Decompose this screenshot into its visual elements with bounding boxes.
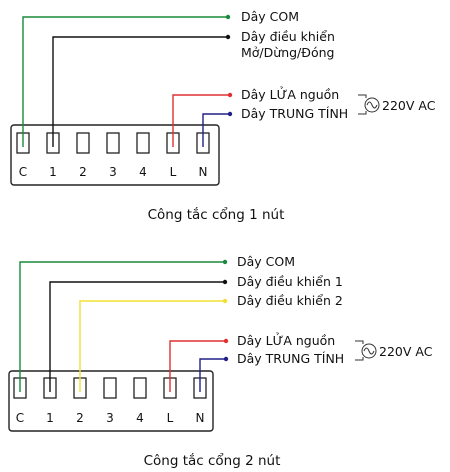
terminal-label-n: N bbox=[199, 165, 208, 179]
terminal-label-l: L bbox=[167, 411, 174, 425]
control-label-1-line2: Mở/Dừng/Đóng bbox=[241, 45, 334, 60]
neutral-wire-1 bbox=[202, 113, 230, 147]
terminal-block-2 bbox=[8, 370, 214, 432]
ac-label-1: 220V AC bbox=[382, 98, 436, 113]
terminal-label-1: 1 bbox=[46, 411, 54, 425]
terminal-slots-2 bbox=[13, 377, 207, 399]
neutral-wire-end-1 bbox=[227, 111, 233, 117]
control-label-1-line1: Dây điều khiển bbox=[241, 29, 335, 44]
control-wire-end-1 bbox=[225, 34, 231, 40]
live-label-1: Dây LỬA nguồn bbox=[241, 86, 339, 102]
caption-1: Công tắc cổng 1 nút bbox=[148, 206, 285, 223]
terminal-label-3: 3 bbox=[109, 165, 117, 179]
terminal-slot-3 bbox=[103, 377, 117, 399]
diagram-1: C 1 2 3 4 L N Dây COM Dây điều khiển Mở/… bbox=[10, 9, 436, 223]
caption-2: Công tắc cổng 2 nút bbox=[144, 452, 281, 469]
com-label-2: Dây COM bbox=[237, 254, 295, 269]
control-wire-1-end-2 bbox=[222, 279, 228, 285]
ac-label-2: 220V AC bbox=[379, 344, 433, 359]
control-wire-1 bbox=[52, 36, 228, 147]
terminal-label-2: 2 bbox=[79, 165, 87, 179]
neutral-wire-end-2 bbox=[223, 356, 229, 362]
control-label-2-2: Dây điều khiển 2 bbox=[237, 293, 343, 308]
terminal-slot-2 bbox=[76, 132, 90, 154]
com-label-1: Dây COM bbox=[241, 9, 299, 24]
ac-lead-bottom-2 bbox=[355, 357, 364, 361]
terminal-slots-1 bbox=[16, 132, 210, 154]
diagram-2: C 1 2 3 4 L N Dây COM Dây điều khiển 1 D… bbox=[8, 254, 433, 469]
terminal-label-4: 4 bbox=[139, 165, 147, 179]
control-wire-1-2 bbox=[49, 281, 225, 392]
terminal-slot-3 bbox=[106, 132, 120, 154]
com-wire-end-2 bbox=[222, 259, 228, 265]
live-label-2: Dây LỬA nguồn bbox=[237, 332, 335, 348]
terminal-label-1: 1 bbox=[49, 165, 57, 179]
ac-lead-top-2 bbox=[355, 340, 364, 344]
live-wire-end-2 bbox=[223, 338, 229, 344]
terminal-label-4: 4 bbox=[136, 411, 144, 425]
ac-sine-icon-2 bbox=[363, 347, 375, 355]
control-wire-2-end-2 bbox=[222, 298, 228, 304]
ac-sine-icon-1 bbox=[366, 101, 378, 109]
control-wire-2-2 bbox=[79, 300, 225, 392]
terminal-slot-4 bbox=[136, 132, 150, 154]
terminal-label-n: N bbox=[196, 411, 205, 425]
live-wire-1 bbox=[172, 94, 230, 147]
ac-lead-bottom-1 bbox=[358, 111, 367, 115]
terminal-block-1 bbox=[10, 124, 220, 186]
neutral-wire-2 bbox=[199, 358, 226, 392]
neutral-label-1: Dây TRUNG TÍNH bbox=[241, 106, 348, 121]
neutral-label-2: Dây TRUNG TÍNH bbox=[237, 351, 344, 366]
ac-lead-top-1 bbox=[358, 94, 367, 98]
com-wire-2 bbox=[19, 261, 225, 392]
terminal-slot-4 bbox=[133, 377, 147, 399]
terminal-label-c: C bbox=[19, 165, 27, 179]
control-label-1-2: Dây điều khiển 1 bbox=[237, 274, 343, 289]
terminal-label-2: 2 bbox=[76, 411, 84, 425]
terminal-label-3: 3 bbox=[106, 411, 114, 425]
terminal-label-l: L bbox=[170, 165, 177, 179]
live-wire-2 bbox=[169, 340, 226, 392]
com-wire-end-1 bbox=[225, 14, 231, 20]
com-wire-1 bbox=[22, 16, 228, 147]
live-wire-end-1 bbox=[227, 92, 233, 98]
terminal-label-c: C bbox=[16, 411, 24, 425]
